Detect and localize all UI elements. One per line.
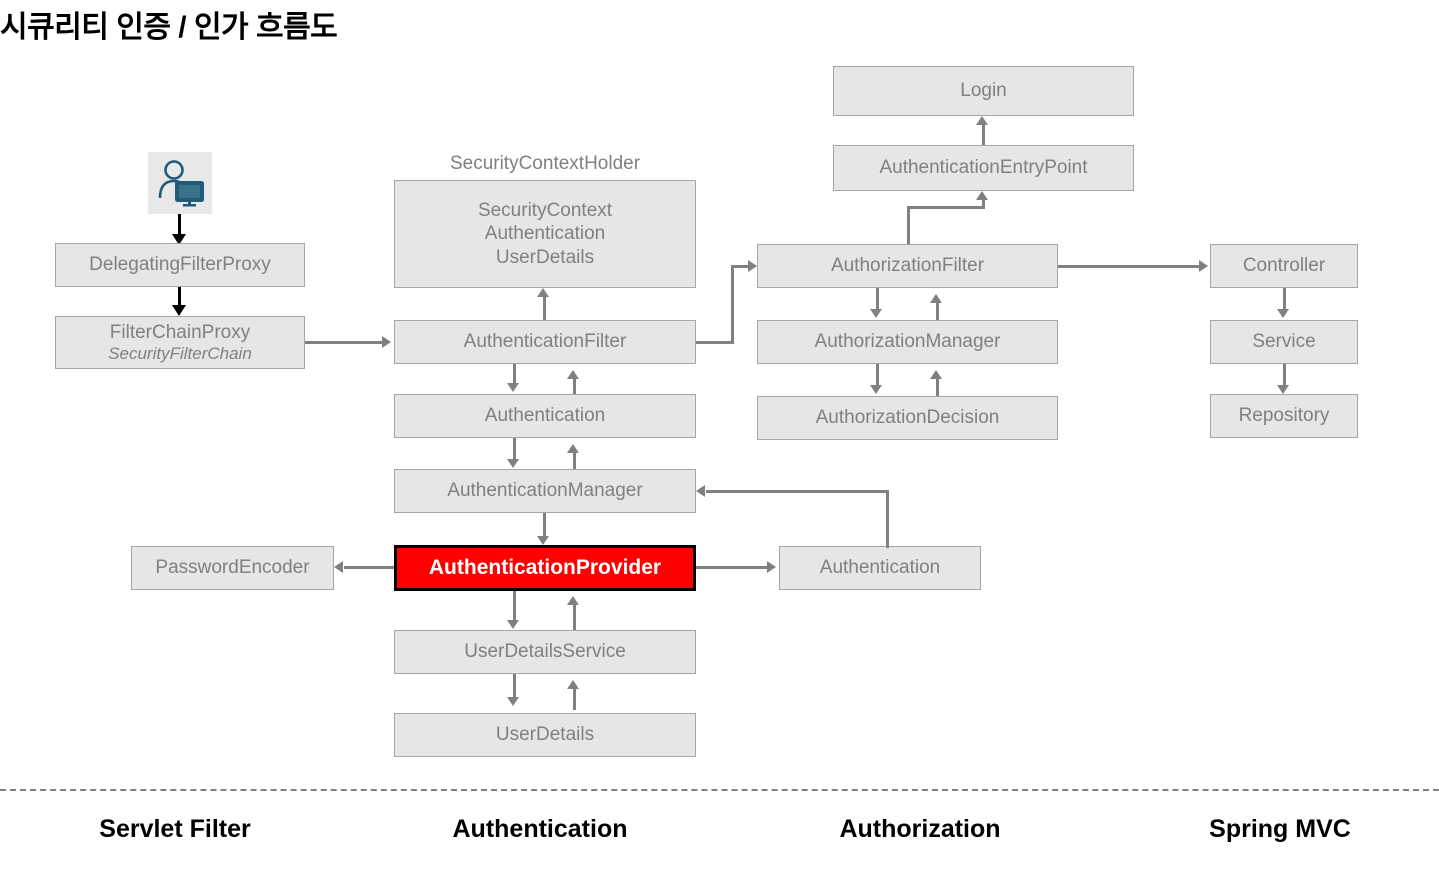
- node-label: Repository: [1238, 405, 1330, 427]
- page-title: 시큐리티 인증 / 인가 흐름도: [0, 11, 338, 44]
- node-label-line-2: Authentication: [484, 223, 606, 245]
- node-label: Authentication: [819, 557, 941, 579]
- node-authorization-decision[interactable]: AuthorizationDecision: [757, 396, 1058, 440]
- group-label-security-context-holder: SecurityContextHolder: [449, 153, 641, 174]
- node-label: AuthenticationManager: [447, 480, 643, 502]
- node-label-line-1: SecurityContext: [477, 200, 613, 222]
- node-login[interactable]: Login: [833, 66, 1134, 116]
- node-password-encoder[interactable]: PasswordEncoder: [131, 546, 334, 590]
- node-authentication-filter[interactable]: AuthenticationFilter: [394, 320, 696, 364]
- node-filter-chain-proxy[interactable]: FilterChainProxy SecurityFilterChain: [55, 316, 305, 369]
- node-service[interactable]: Service: [1210, 320, 1358, 364]
- user-workstation-icon: [148, 152, 212, 214]
- footer-label-authorization: Authorization: [839, 815, 1001, 843]
- node-user-details-service[interactable]: UserDetailsService: [394, 630, 696, 674]
- node-label: Authentication: [484, 405, 606, 427]
- node-label: UserDetailsService: [464, 641, 626, 663]
- node-controller[interactable]: Controller: [1210, 244, 1358, 288]
- node-authentication[interactable]: Authentication: [394, 394, 696, 438]
- node-label: AuthorizationManager: [814, 331, 1001, 353]
- node-authorization-manager[interactable]: AuthorizationManager: [757, 320, 1058, 364]
- node-authentication-provider[interactable]: AuthenticationProvider: [394, 545, 696, 591]
- node-label: AuthorizationDecision: [815, 407, 1000, 429]
- node-authorization-filter[interactable]: AuthorizationFilter: [757, 244, 1058, 288]
- node-label: PasswordEncoder: [155, 557, 310, 579]
- node-label-line-3: UserDetails: [495, 246, 595, 268]
- node-authentication-entry-point[interactable]: AuthenticationEntryPoint: [833, 145, 1134, 191]
- node-authentication-result[interactable]: Authentication: [779, 546, 981, 590]
- node-label: AuthenticationEntryPoint: [879, 157, 1088, 179]
- node-repository[interactable]: Repository: [1210, 394, 1358, 438]
- node-label: Service: [1252, 331, 1316, 353]
- node-security-context-holder-box[interactable]: SecurityContext Authentication UserDetai…: [394, 180, 696, 288]
- node-user-details[interactable]: UserDetails: [394, 713, 696, 757]
- node-label: UserDetails: [495, 724, 595, 746]
- node-delegating-filter-proxy[interactable]: DelegatingFilterProxy: [55, 243, 305, 287]
- footer-label-authentication: Authentication: [452, 815, 628, 843]
- footer-label-servlet-filter: Servlet Filter: [99, 815, 251, 843]
- node-authentication-manager[interactable]: AuthenticationManager: [394, 469, 696, 513]
- node-label: FilterChainProxy: [109, 321, 251, 343]
- node-label: AuthenticationFilter: [463, 331, 627, 353]
- node-label: AuthorizationFilter: [830, 255, 985, 277]
- section-divider: [0, 789, 1439, 791]
- node-label: Login: [960, 80, 1007, 102]
- node-label: AuthenticationProvider: [428, 556, 662, 580]
- node-label: Controller: [1242, 255, 1326, 277]
- footer-label-spring-mvc: Spring MVC: [1209, 815, 1351, 843]
- node-sublabel: SecurityFilterChain: [108, 343, 252, 363]
- node-label: DelegatingFilterProxy: [89, 254, 271, 276]
